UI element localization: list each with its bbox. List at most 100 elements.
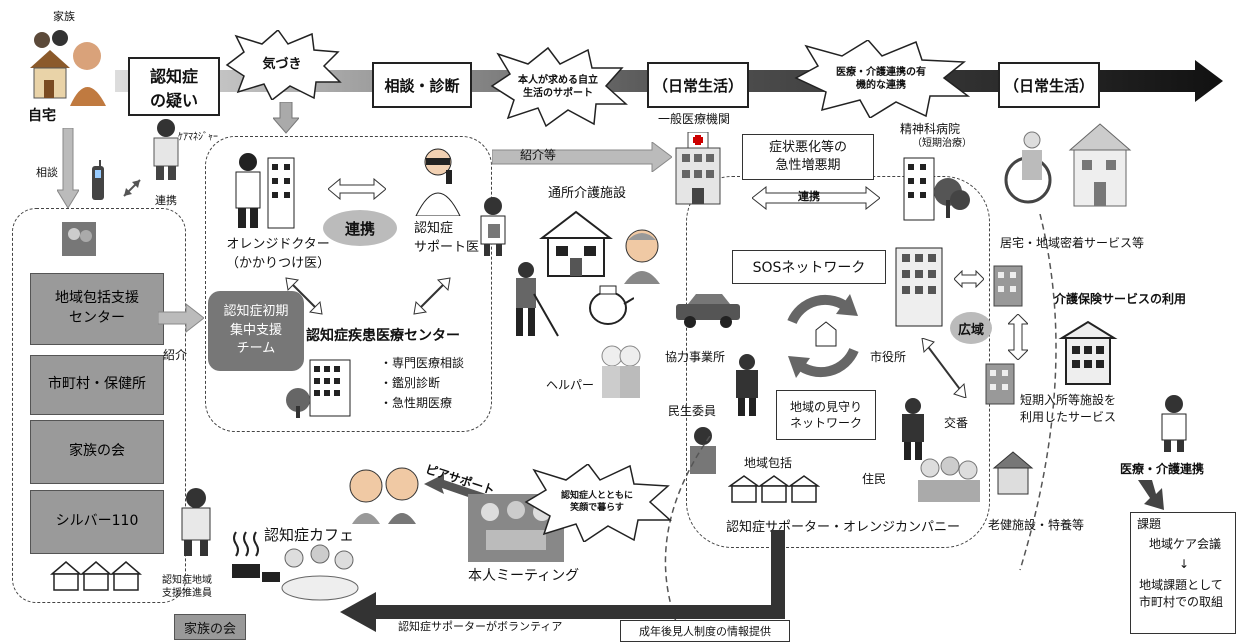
- dementia-suspect-box: 認知症 の疑い: [128, 57, 220, 116]
- support-doctor-icon: [415, 148, 461, 216]
- referral-etc-arrow-icon: [492, 142, 672, 172]
- family-association-box[interactable]: 家族の会: [30, 420, 164, 484]
- down-arrow-icon: [273, 102, 299, 134]
- orange-doctor-label: オレンジドクター （かかりつけ医）: [226, 237, 331, 271]
- meeting-photo-icon: [62, 222, 96, 256]
- elderly-pair-icon: [349, 467, 419, 524]
- elderly-couple-icon: [601, 345, 641, 398]
- live-with-label: 認知症人とともに 笑顔で暮らす: [560, 491, 633, 513]
- cooperating-business-label: 協力事業所: [665, 350, 726, 364]
- daily-life-box-2: （日常生活）: [998, 62, 1100, 108]
- commissioner-icon: [690, 427, 716, 474]
- referral-etc-label: 紹介等: [520, 148, 557, 162]
- psych-hospital-label: 精神科病院: [900, 122, 961, 136]
- steam-cups-icon: [232, 531, 280, 582]
- issue-arrow: ↓: [1179, 557, 1190, 571]
- psych-hospital-icon: [903, 157, 970, 221]
- city-hall-icon: [895, 247, 943, 327]
- orange-doctor-icon: [235, 153, 295, 229]
- home-care-illustration-icon: [1004, 123, 1132, 207]
- watch-network-box: 地域の見守り ネットワーク: [776, 390, 876, 440]
- pharmacist-icon: [480, 197, 506, 256]
- left-network-panel: [12, 208, 186, 603]
- municipality-health-office-box[interactable]: 市町村・保健所: [30, 355, 164, 415]
- awareness-label: 気づき: [262, 56, 302, 72]
- referral-label: 紹介: [163, 348, 188, 362]
- issue-box: 課題 地域ケア会議 ↓ 地域課題として 市町村での取組: [1130, 512, 1236, 634]
- helper-label: ヘルパー: [546, 378, 595, 392]
- nursing-facility-icon: [992, 451, 1034, 495]
- city-police-arrow-icon: [921, 338, 967, 398]
- medical-care-staff-icon: [1161, 395, 1187, 452]
- renkei-oval: 連携: [323, 210, 397, 246]
- medical-care-label: 医療・介護連携: [1120, 462, 1205, 476]
- family-icon: [30, 30, 106, 106]
- silver-110-box[interactable]: シルバー110: [30, 490, 164, 554]
- double-arrow-icon: [123, 179, 141, 197]
- cafe-group-icon: [281, 544, 359, 601]
- volunteer-label: 認知症サポーターがボランティア: [398, 620, 563, 633]
- home-community-label: 居宅・地域密着サービス等: [1000, 236, 1145, 250]
- acute-period-label: 症状悪化等の 急性増悪期: [768, 140, 847, 173]
- link-label-left: 連携: [155, 194, 177, 207]
- issue-line-2: 地域課題として 市町村での取組: [1139, 578, 1224, 609]
- medical-care-link-label: 医療・介護連携の有 機的な連携: [836, 67, 926, 91]
- family-label: 家族: [53, 10, 75, 23]
- early-support-team-box[interactable]: 認知症初期 集中支援 チーム: [208, 291, 304, 371]
- care-manager-label: ｹｱﾏﾈｼﾞｬｰ: [178, 132, 218, 143]
- center-item-2: ・鑑別診断: [380, 376, 441, 390]
- cafe-label: 認知症カフェ: [264, 526, 355, 544]
- early-support-team-label: 認知症初期 集中支援 チーム: [223, 303, 289, 357]
- police-box-label: 交番: [944, 416, 969, 430]
- promoter-label: 認知症地域 支援推進員: [162, 575, 212, 599]
- issue-line-1: 地域ケア会議: [1149, 537, 1222, 551]
- center-item-1: ・専門医療相談: [380, 356, 465, 370]
- curved-down-arrow-icon: [1138, 480, 1164, 510]
- facility-1-icon: [993, 265, 1023, 307]
- consult-label: 相談: [36, 166, 58, 179]
- home-label: 自宅: [28, 108, 56, 124]
- community-center-label: 地域包括: [744, 456, 793, 470]
- promoter-icon: [181, 488, 211, 556]
- family-meeting-box[interactable]: 家族の会: [174, 614, 246, 640]
- link-double-arrow-icon: [752, 186, 880, 210]
- residents-group-icon: [918, 456, 980, 502]
- community-support-center-box[interactable]: 地域包括支援 センター: [30, 273, 164, 345]
- wide-area-label: 広域: [957, 322, 984, 338]
- elderly-woman-icon: [624, 229, 660, 284]
- self-reliance-burst: 本人が求める自立 生活のサポート: [488, 46, 628, 128]
- police-officer-icon: [736, 354, 758, 416]
- sos-network-box: SOSネットワーク: [732, 250, 886, 284]
- acute-period-box: 症状悪化等の 急性増悪期: [742, 134, 874, 180]
- kettle-icon: [589, 285, 634, 325]
- insurance-use-label: 介護保険サービスの利用: [1054, 292, 1187, 306]
- facility-2-icon: [985, 363, 1015, 405]
- family-meeting-label: 家族の会: [183, 621, 236, 637]
- issue-title: 課題: [1137, 517, 1162, 531]
- awareness-burst: 気づき: [222, 30, 342, 100]
- vertical-double-arrow-icon: [1008, 314, 1028, 360]
- medical-network-panel: [205, 136, 492, 432]
- cycle-arrows-icon: [787, 294, 859, 378]
- day-care-house-icon: [539, 210, 613, 277]
- nursing-facility-label: 老健施設・特養等: [988, 518, 1085, 532]
- taxi-icon: [676, 294, 740, 328]
- consult-diagnosis-box: 相談・診断: [372, 62, 472, 108]
- self-meeting-label: 本人ミーティング: [468, 568, 580, 584]
- police-box-officer-icon: [902, 398, 924, 460]
- residents-label: 住民: [862, 472, 887, 486]
- insurance-building-icon: [1058, 320, 1118, 385]
- phone-icon: [92, 160, 104, 200]
- sos-network-label: SOSネットワーク: [752, 260, 866, 276]
- renkei-label: 連携: [344, 219, 375, 238]
- watch-network-label: 地域の見守り ネットワーク: [789, 399, 862, 430]
- volunteer-arrow: [340, 530, 785, 632]
- wide-area-oval: 広域: [950, 312, 992, 344]
- city-hall-label: 市役所: [870, 350, 907, 364]
- day-care-label: 通所介護施設: [548, 186, 627, 201]
- support-doctor-label: 認知症 サポート医: [414, 221, 480, 255]
- general-hospital-icon: [675, 132, 721, 205]
- link-label-right: 連携: [798, 190, 820, 203]
- consult-down-arrow-icon: [57, 128, 79, 208]
- general-hospital-label: 一般医療機関: [658, 112, 731, 126]
